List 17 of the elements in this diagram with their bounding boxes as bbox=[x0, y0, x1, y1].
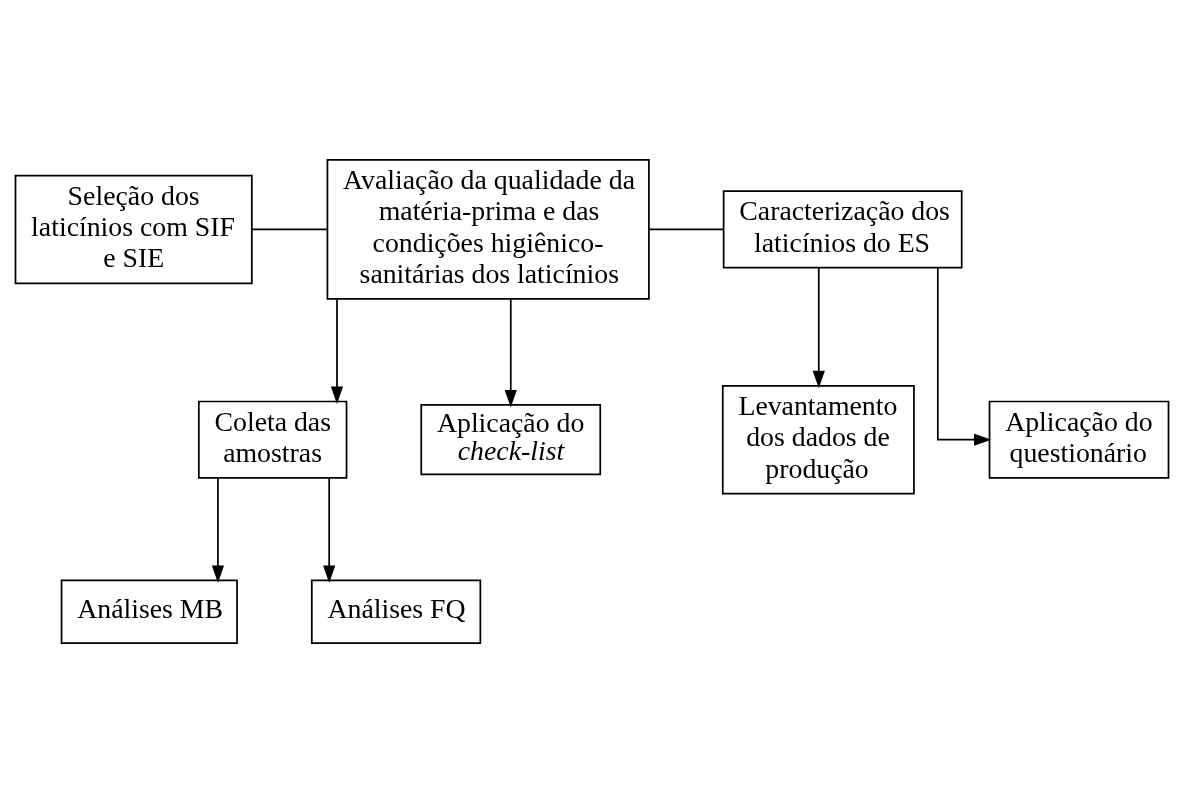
node-box: Análises FQ bbox=[310, 579, 482, 644]
arrow bbox=[504, 298, 517, 408]
node-box: Análises MB bbox=[60, 579, 238, 644]
arrow bbox=[211, 477, 225, 583]
node-box: Coleta das amostras bbox=[197, 400, 348, 479]
arrow bbox=[330, 298, 344, 404]
arrow bbox=[936, 267, 992, 446]
connector bbox=[648, 228, 725, 231]
node-box: Avaliação da qualidade da matéria-prima e das condições higiênico-sanitárias dos laticínios bbox=[326, 159, 650, 300]
node-box: Aplicação do check-list bbox=[420, 404, 602, 476]
node-box: Levantamento dos dados de produção bbox=[721, 385, 915, 495]
node-box: Seleção dos laticínios com SIF e SIE bbox=[14, 174, 253, 285]
node-box: Caracterização dos laticínios do ES bbox=[722, 190, 963, 269]
connector bbox=[251, 228, 328, 231]
arrow bbox=[812, 267, 825, 389]
node-box: Aplicação do questionário bbox=[988, 400, 1170, 479]
arrow bbox=[323, 477, 336, 583]
